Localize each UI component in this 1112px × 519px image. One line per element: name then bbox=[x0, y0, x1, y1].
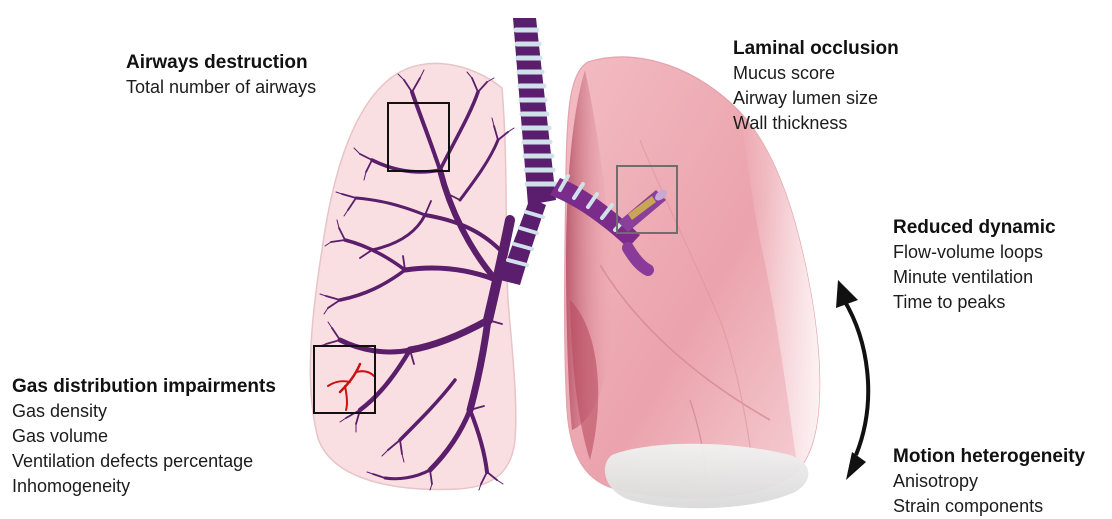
laminal-occlusion-title: Laminal occlusion bbox=[733, 36, 899, 61]
motion-heterogeneity-title: Motion heterogeneity bbox=[893, 444, 1085, 469]
gas-distribution-callout: Gas distribution impairments Gas density… bbox=[12, 374, 276, 499]
airways-destruction-title: Airways destruction bbox=[126, 50, 316, 75]
reduced-dynamic-item: Time to peaks bbox=[893, 290, 1056, 315]
reduced-dynamic-item: Minute ventilation bbox=[893, 265, 1056, 290]
laminal-occlusion-item: Wall thickness bbox=[733, 111, 899, 136]
laminal-occlusion-callout: Laminal occlusion Mucus score Airway lum… bbox=[733, 36, 899, 136]
reduced-dynamic-item: Flow-volume loops bbox=[893, 240, 1056, 265]
gas-distribution-item: Ventilation defects percentage bbox=[12, 449, 276, 474]
gas-distribution-item: Gas density bbox=[12, 399, 276, 424]
reduced-dynamic-title: Reduced dynamic bbox=[893, 215, 1056, 240]
laminal-occlusion-item: Airway lumen size bbox=[733, 86, 899, 111]
gas-distribution-title: Gas distribution impairments bbox=[12, 374, 276, 399]
gas-distribution-item: Gas volume bbox=[12, 424, 276, 449]
motion-arrow bbox=[836, 280, 868, 480]
airways-destruction-item: Total number of airways bbox=[126, 75, 316, 100]
motion-heterogeneity-item: Anisotropy bbox=[893, 469, 1085, 494]
motion-heterogeneity-callout: Motion heterogeneity Anisotropy Strain c… bbox=[893, 444, 1085, 519]
reduced-dynamic-callout: Reduced dynamic Flow-volume loops Minute… bbox=[893, 215, 1056, 315]
gas-distribution-item: Inhomogeneity bbox=[12, 474, 276, 499]
airways-destruction-callout: Airways destruction Total number of airw… bbox=[126, 50, 316, 100]
motion-heterogeneity-item: Strain components bbox=[893, 494, 1085, 519]
laminal-occlusion-item: Mucus score bbox=[733, 61, 899, 86]
